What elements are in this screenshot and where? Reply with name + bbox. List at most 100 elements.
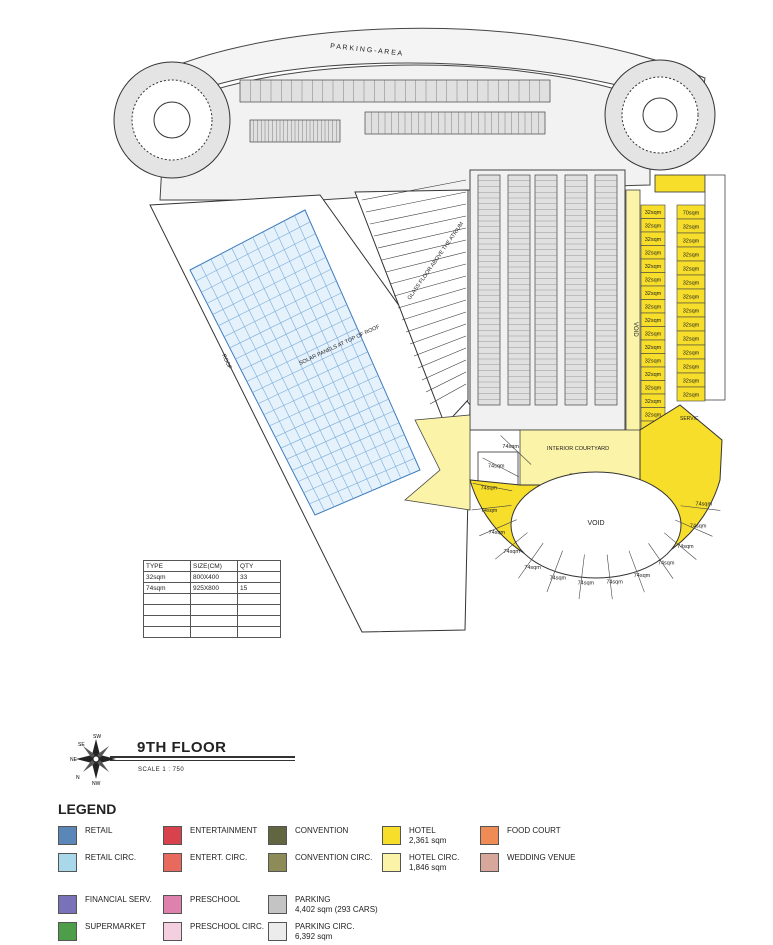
room-label: 32sqm: [645, 251, 662, 257]
table-header: SIZE(CM): [190, 560, 238, 572]
scale-label: SCALE 1 : 750: [138, 767, 185, 773]
room-label: 32sqm: [645, 305, 662, 311]
hotel-room-74sqm: 74sqm: [524, 565, 541, 571]
room-divider: [628, 550, 645, 593]
legend-swatch: [268, 826, 287, 845]
room-label: 32sqm: [645, 386, 662, 392]
hotel-room-74sqm: 74sqm: [677, 544, 694, 550]
legend-swatch: [58, 853, 77, 872]
legend-swatch: [163, 895, 182, 914]
room-divider: [472, 483, 513, 492]
table-header-row: TYPE SIZE(CM) QTY: [143, 560, 281, 572]
glass-hatch-line: [409, 323, 467, 345]
room-label: 70sqm: [683, 211, 700, 217]
legend-sublabel: 4,402 sqm (293 CARS): [295, 905, 378, 914]
solar-grid-line: [258, 351, 368, 404]
hotel-circ-wedge-left: [404, 414, 471, 511]
solar-grid-line: [309, 457, 415, 505]
room-label: 74sqm: [524, 565, 541, 571]
glass-hatch-line: [397, 287, 467, 309]
legend-item: CONVENTION CIRC.: [268, 853, 372, 872]
service-label: SERVIC: [680, 416, 699, 422]
room-label: 32sqm: [645, 332, 662, 338]
void-label-vertical: VOID: [632, 322, 638, 337]
solar-grid-line: [292, 422, 400, 471]
room-label: 32sqm: [683, 309, 700, 315]
hotel-room-74sqm: 74sqm: [696, 501, 713, 507]
solar-grid-line: [303, 446, 410, 494]
room-label: 74sqm: [489, 530, 506, 536]
solar-grid-line: [252, 339, 363, 393]
solar-grid-line: [280, 398, 389, 449]
legend-label: ENTERTAINMENT: [190, 826, 258, 835]
room-label: 74sqm: [606, 580, 623, 586]
room-divider: [664, 532, 697, 560]
legend-item: WEDDING VENUE: [480, 853, 575, 872]
room-label: 32sqm: [645, 291, 662, 297]
parking-stalls-central: [477, 174, 618, 406]
glass-hatch-line: [393, 275, 467, 297]
compass-label: NE: [70, 757, 78, 763]
glass-hatch-line: [389, 263, 467, 285]
legend-swatch: [268, 853, 287, 872]
legend-item: PRESCHOOL: [163, 895, 240, 914]
room-label: 32sqm: [645, 345, 662, 351]
parking-row: [364, 111, 546, 135]
legend-label: CONVENTION CIRC.: [295, 853, 373, 862]
room-label: 32sqm: [683, 365, 700, 371]
table-row: [143, 604, 281, 616]
room-label: 74sqm: [690, 524, 707, 530]
solar-grid-line: [218, 268, 332, 326]
room-divider: [471, 505, 512, 511]
hotel-room-74sqm: 74sqm: [481, 485, 498, 491]
solar-grid-line: [275, 387, 384, 438]
legend-item: FINANCIAL SERV.: [58, 895, 152, 914]
table-row: 32sqm 800X400 33: [143, 571, 281, 583]
room-label: 32sqm: [683, 295, 700, 301]
room-label: 32sqm: [683, 253, 700, 259]
legend-item: ENTERT. CIRC.: [163, 853, 247, 872]
glass-hatch-line: [405, 311, 467, 333]
legend-swatch: [58, 895, 77, 914]
glass-hatch-line: [377, 227, 467, 249]
table-header: TYPE: [143, 560, 191, 572]
room-label: 32sqm: [645, 399, 662, 405]
compass-label: NW: [92, 781, 101, 787]
solar-grid-line: [286, 410, 394, 460]
room-label: 32sqm: [645, 359, 662, 365]
solar-grid-line: [201, 233, 316, 293]
glass-hatch-line: [373, 215, 467, 237]
glass-hatch-line: [365, 191, 467, 213]
room-label: 32sqm: [683, 393, 700, 399]
room-label: 32sqm: [645, 413, 662, 419]
room-label: 32sqm: [683, 239, 700, 245]
room-label: 32sqm: [645, 278, 662, 284]
table-cell: 32sqm: [143, 571, 191, 583]
legend-label: FINANCIAL SERV.: [85, 895, 152, 904]
legend-item: PARKING CIRC.6,392 sqm: [268, 922, 354, 942]
room-label: 74sqm: [677, 544, 694, 550]
void-label-round: VOID: [587, 520, 604, 527]
table-cell: 800X400: [190, 571, 238, 583]
room-divider: [546, 550, 563, 593]
room-label: 74sqm: [502, 444, 519, 450]
compass-label: SW: [93, 734, 101, 740]
room-label: 32sqm: [683, 351, 700, 357]
legend-label: SUPERMARKET: [85, 922, 146, 931]
room-label: 74sqm: [578, 581, 595, 587]
legend-item: HOTEL CIRC.1,846 sqm: [382, 853, 459, 873]
glass-hatch-line: [381, 239, 467, 261]
legend-item: RETAIL: [58, 826, 112, 845]
table-row: [143, 593, 281, 605]
hotel-room-74sqm: 74sqm: [503, 549, 520, 555]
legend-swatch: [480, 853, 499, 872]
solar-grid-line: [269, 375, 379, 427]
solar-grid-line: [235, 304, 347, 360]
glass-hatch-line: [385, 251, 467, 273]
hotel-room-74sqm: 74sqm: [634, 573, 651, 579]
room-label: 32sqm: [645, 224, 662, 230]
legend-label: PRESCHOOL CIRC.: [190, 922, 264, 931]
legend-label: RETAIL CIRC.: [85, 853, 137, 862]
hotel-room-74sqm: 74sqm: [606, 580, 623, 586]
